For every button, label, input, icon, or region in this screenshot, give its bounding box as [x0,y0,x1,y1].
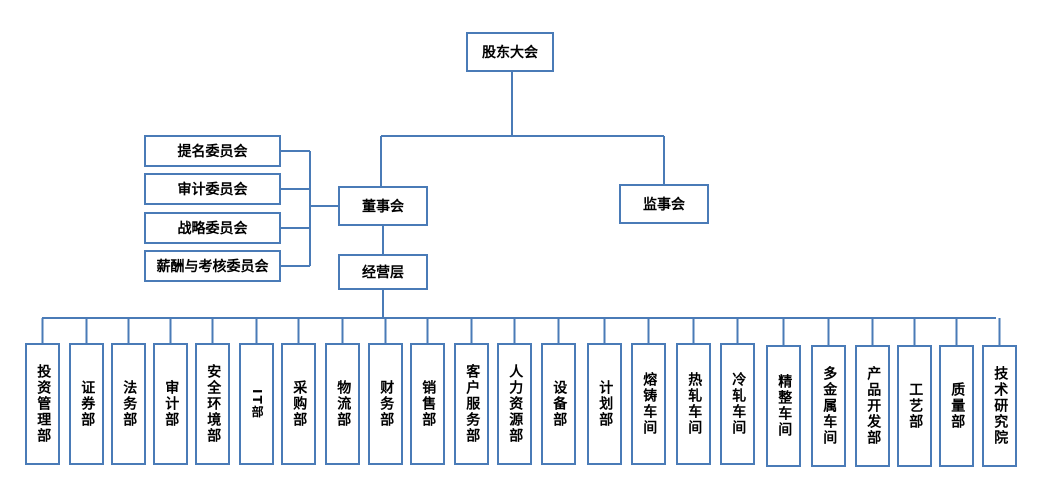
board-box: 董事会 [338,186,428,226]
department-box: 采购部 [281,343,316,465]
department-label: 法务部 [121,380,138,428]
department-box: 设备部 [541,343,576,465]
shareholders-meeting-box: 股东大会 [466,32,554,72]
department-label: 物流部 [335,380,352,428]
department-box: 财务部 [368,343,403,465]
department-label: 计划部 [597,380,614,428]
department-label: 设备部 [551,380,568,428]
department-label: 投资管理部 [35,364,52,444]
department-box: 法务部 [111,343,146,465]
department-label: 技术研究院 [992,366,1009,446]
department-box: 产品开发部 [855,345,890,467]
department-box: 冷轧车间 [720,343,755,465]
department-box: 客户服务部 [454,343,489,465]
department-box: 精整车间 [766,345,801,467]
committee-box: 审计委员会 [144,173,281,205]
department-label: 冷轧车间 [730,372,747,436]
department-box: 质量部 [939,345,974,467]
department-label: 证券部 [79,380,96,428]
department-label: 精整车间 [776,374,793,438]
department-box: 热轧车间 [676,343,711,465]
department-label: 安全环境部 [205,364,222,444]
department-label: IT部 [250,388,265,420]
department-box: 物流部 [325,343,360,465]
department-box: 工艺部 [897,345,932,467]
committee-box: 薪酬与考核委员会 [144,250,281,282]
department-label: 质量部 [949,382,966,430]
department-box: 多金属车间 [811,345,846,467]
department-label: 多金属车间 [821,366,838,446]
management-box: 经营层 [338,254,428,290]
shareholders-meeting-label: 股东大会 [482,45,538,61]
committee-box: 提名委员会 [144,135,281,167]
supervisors-box: 监事会 [619,184,709,224]
department-label: 审计部 [163,380,180,428]
department-box: 计划部 [587,343,622,465]
board-label: 董事会 [362,199,404,215]
department-label: 熔铸车间 [641,372,658,436]
committee-label: 薪酬与考核委员会 [156,259,269,275]
department-box: 销售部 [410,343,445,465]
department-label: 热轧车间 [686,372,703,436]
department-box: 技术研究院 [982,345,1017,467]
committee-label: 战略委员会 [177,221,248,237]
department-label: 采购部 [291,380,308,428]
supervisors-label: 监事会 [643,197,685,213]
department-box: 熔铸车间 [631,343,666,465]
department-box: IT部 [239,343,274,465]
committee-box: 战略委员会 [144,212,281,244]
department-box: 审计部 [153,343,188,465]
department-label: 客户服务部 [464,364,481,444]
management-label: 经营层 [362,265,404,281]
department-label: 人力资源部 [507,364,524,444]
committee-label: 提名委员会 [177,144,248,160]
department-label: 工艺部 [907,382,924,430]
department-box: 投资管理部 [25,343,60,465]
committee-label: 审计委员会 [177,182,248,198]
department-box: 人力资源部 [497,343,532,465]
department-label: 财务部 [378,380,395,428]
department-box: 证券部 [69,343,104,465]
department-label: 销售部 [420,380,437,428]
department-box: 安全环境部 [195,343,230,465]
department-label: 产品开发部 [865,366,882,446]
